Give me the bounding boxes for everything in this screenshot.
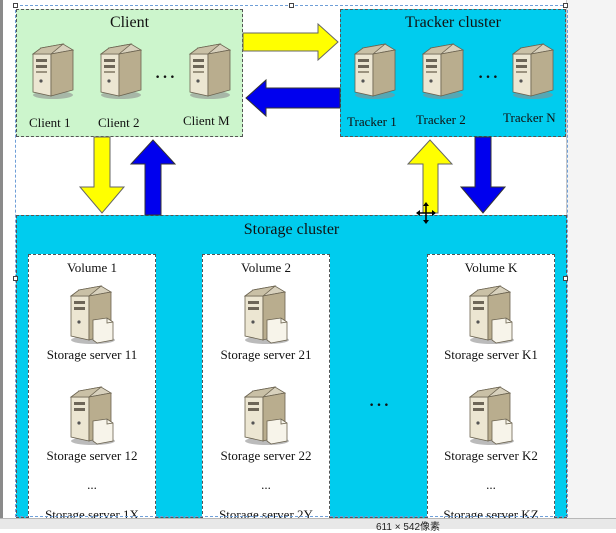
storage-server-label: Storage server 12 (46, 448, 138, 463)
volume-ellipsis: ... (87, 477, 97, 492)
volume-ellipsis: ... (261, 477, 271, 492)
volume-title: Volume K (464, 260, 518, 275)
window-left-edge (0, 0, 3, 518)
request-arrow (78, 136, 126, 214)
volume-title: Volume 1 (67, 260, 117, 275)
storage-cluster: Storage cluster Volume 1 Storage server … (16, 215, 567, 522)
response-arrow (459, 136, 507, 214)
resize-handle[interactable] (13, 3, 18, 8)
resize-handle[interactable] (289, 3, 294, 8)
selection-frame[interactable] (15, 5, 568, 517)
storage-server-label: Storage server 21 (220, 347, 312, 362)
client-node-label: Client 2 (98, 115, 140, 130)
volume-title: Volume 2 (241, 260, 291, 275)
client-cluster: Client Client 1 Client 2 … Client M (16, 9, 243, 137)
resize-handle[interactable] (563, 3, 568, 8)
tracker-ellipsis: … (477, 58, 500, 83)
resize-handle[interactable] (563, 276, 568, 281)
request-arrow (242, 22, 339, 62)
storage-server-label: Storage server K1 (444, 347, 538, 362)
response-arrow (245, 78, 341, 118)
tracker-node-label: Tracker N (503, 110, 556, 125)
storage-server-label: Storage server 22 (220, 448, 312, 463)
storage-server-label: Storage server K2 (444, 448, 538, 463)
resize-handle[interactable] (13, 276, 18, 281)
client-ellipsis: … (154, 58, 177, 83)
status-bar: 611 × 542像素 (0, 518, 616, 533)
client-node-label: Client 1 (29, 115, 71, 130)
client-node-label: Client M (183, 113, 230, 128)
tracker-node-label: Tracker 1 (347, 114, 397, 129)
storage-cluster-title: Storage cluster (243, 221, 340, 238)
tracker-cluster-title: Tracker cluster (405, 14, 501, 31)
volume-group: Volume 2 Storage server 21 Storage serve… (202, 254, 330, 522)
tracker-cluster: Tracker cluster Tracker 1 Tracker 2 … Tr… (340, 9, 566, 137)
client-cluster-title: Client (109, 14, 150, 31)
tracker-node-label: Tracker 2 (416, 112, 466, 127)
status-size-readout: 611 × 542像素 (376, 522, 441, 533)
request-arrow (406, 139, 454, 214)
storage-server-label: Storage server 11 (46, 347, 138, 362)
volumes-ellipsis: … (368, 386, 391, 411)
response-arrow (129, 139, 177, 216)
volume-ellipsis: ... (486, 477, 496, 492)
right-side-panel (566, 0, 616, 518)
move-cursor-icon (416, 202, 436, 224)
